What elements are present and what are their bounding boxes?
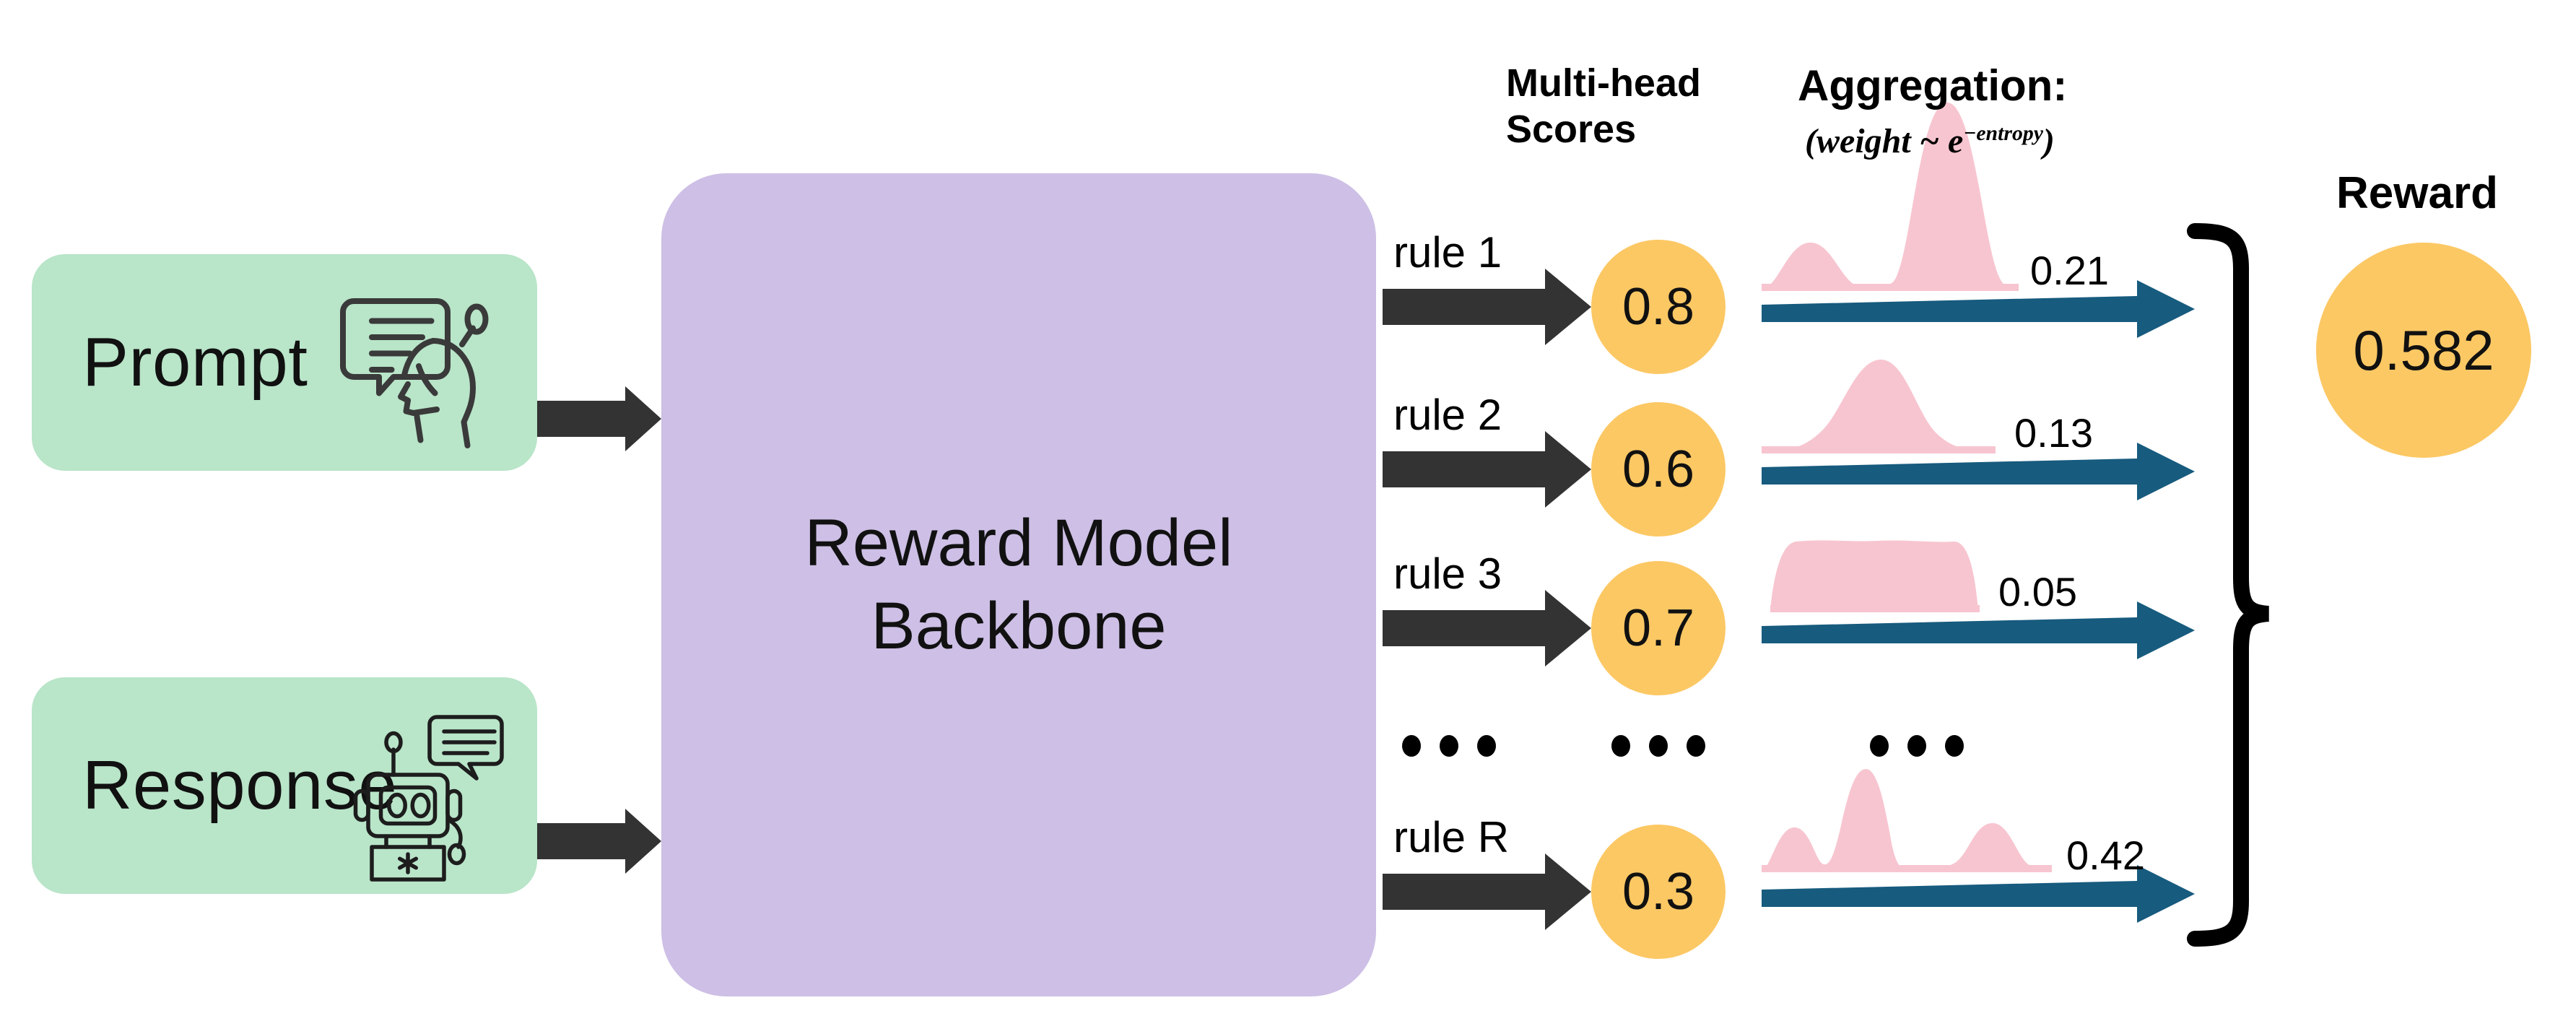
reward-model-backbone-box[interactable]: Reward Model Backbone	[661, 173, 1376, 996]
aggregation-formula: (weight ~ e−entropy)	[1805, 121, 2238, 161]
weight-arrow-1	[1762, 280, 2195, 338]
arrow-response-to-backbone	[537, 809, 661, 874]
distribution-curve-rule-2	[1762, 359, 1996, 453]
weight-label-rule-1: 0.21	[2030, 248, 2109, 293]
aggregation-header: Aggregation:	[1798, 61, 2068, 110]
ellipsis-distributions	[1870, 735, 1964, 757]
arrow-rule-r	[1383, 853, 1591, 930]
arrow-rule-3	[1383, 590, 1591, 666]
rule-label-2: rule 2	[1393, 391, 1502, 439]
weight-label-rule-3: 0.05	[1998, 569, 2077, 614]
ellipsis-scores	[1611, 735, 1705, 757]
weight-arrow-3	[1762, 601, 2195, 659]
reward-label: Reward	[2336, 168, 2498, 218]
rule-label-1: rule 1	[1393, 228, 1502, 277]
aggregation-formula-suffix: )	[2042, 122, 2055, 160]
score-circle-rule-r[interactable]: 0.3	[1591, 825, 1726, 959]
aggregation-formula-exponent: −entropy	[1963, 121, 2043, 145]
weight-label-rule-r: 0.42	[2066, 833, 2145, 878]
aggregation-formula-prefix: (weight ~ e	[1805, 122, 1964, 160]
ellipsis-rules	[1402, 735, 1496, 757]
backbone-label: Reward Model Backbone	[804, 506, 1233, 663]
robot-speech-bubble-icon	[332, 695, 513, 882]
weight-arrow-2	[1762, 443, 2195, 500]
input-label-response: Response	[82, 747, 398, 824]
aggregation-brace	[2187, 223, 2270, 947]
arrow-rule-1	[1383, 269, 1591, 345]
rule-label-3: rule 3	[1393, 549, 1502, 598]
input-box-prompt[interactable]: Prompt	[32, 254, 537, 471]
input-label-prompt: Prompt	[82, 323, 308, 401]
reward-value-circle[interactable]: 0.582	[2316, 243, 2531, 458]
distribution-curve-rule-3	[1770, 540, 1980, 612]
score-circle-rule-2[interactable]: 0.6	[1591, 402, 1726, 536]
person-speech-document-icon	[332, 272, 513, 453]
arrow-prompt-to-backbone	[537, 386, 661, 451]
distribution-curve-rule-r	[1762, 768, 2052, 872]
multi-head-scores-header: Multi-head Scores	[1506, 61, 1701, 151]
arrow-rule-2	[1383, 431, 1591, 508]
weight-label-rule-2: 0.13	[2014, 410, 2093, 456]
rule-label-r: rule R	[1393, 813, 1510, 861]
input-box-response[interactable]: Response	[32, 677, 537, 894]
score-circle-rule-3[interactable]: 0.7	[1591, 561, 1726, 695]
score-circle-rule-1[interactable]: 0.8	[1591, 240, 1726, 374]
